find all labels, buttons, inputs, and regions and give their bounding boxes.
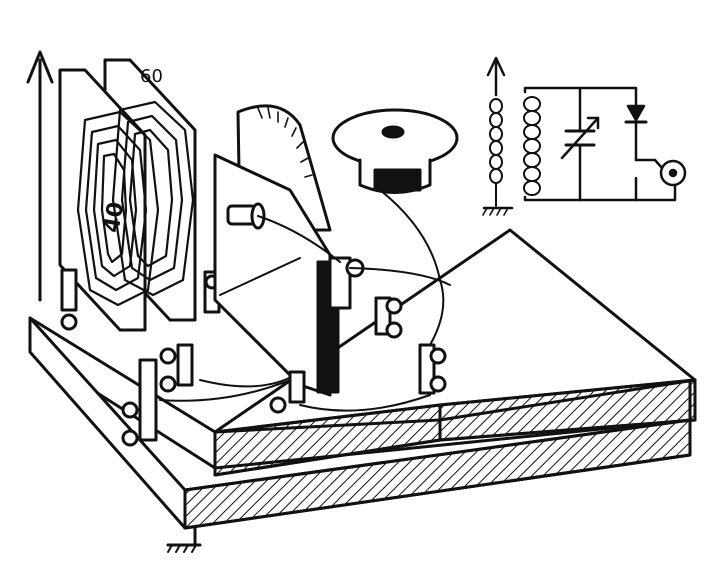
coil-number-front: 40 [99,200,129,235]
schematic-variable-capacitor [560,116,600,160]
schematic [482,56,687,216]
schematic-diode [624,104,648,162]
coil-terminal-1 [60,268,78,331]
ground-symbol-bottom [166,526,202,553]
schematic-headphone [659,159,687,187]
terminal-left-post [121,358,158,447]
terminal-right-2 [418,343,447,395]
antenna-arrow [26,50,54,302]
coil-number-back: 60 [140,66,163,87]
coil-winding-back [111,100,195,297]
variable-capacitor [213,104,332,397]
terminal-right-1 [374,296,403,339]
schematic-antenna-arrow [486,56,506,97]
headphone [331,108,459,194]
wiring [159,189,451,412]
detector [316,256,365,394]
schematic-primary-coil [489,98,503,207]
terminal-coil-base [159,343,194,393]
terminal-center [269,370,306,414]
schematic-secondary-coil [523,96,541,196]
schematic-ground-symbol [482,206,514,216]
